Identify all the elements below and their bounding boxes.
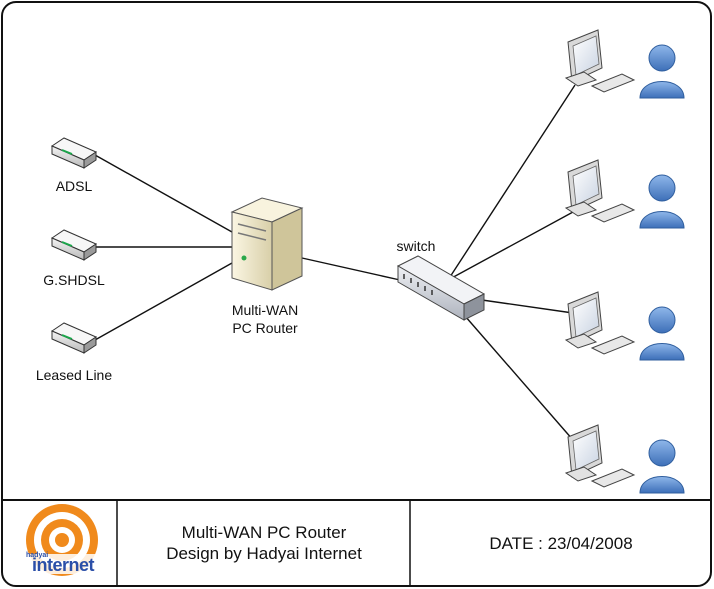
workstation-4 [564, 424, 685, 494]
workstation-3 [564, 291, 685, 361]
title-line-1: Multi-WAN PC Router [181, 523, 347, 542]
keyboard-icon [590, 335, 636, 355]
link-leased-router [94, 262, 233, 341]
link-switch-pc3 [481, 299, 574, 314]
workstation-2 [564, 159, 685, 229]
server-tower-icon [230, 197, 304, 291]
title-line-2: Design by Hadyai Internet [166, 544, 362, 563]
user-icon [639, 439, 685, 494]
logo-small-text: hadyai [26, 552, 49, 559]
date-text: DATE : 23/04/2008 [489, 534, 633, 553]
modem-adsl-icon [50, 137, 98, 169]
link-switch-pc4 [464, 315, 574, 441]
router-label-line1: Multi-WAN [231, 302, 299, 318]
monitor-icon [564, 291, 603, 349]
user-icon [639, 174, 685, 229]
modem-label-gshdsl: G.SHDSL [43, 272, 105, 288]
switch-label: switch [396, 238, 436, 254]
keyboard-icon [590, 203, 636, 223]
keyboard-icon [590, 73, 636, 93]
switch-icon [396, 255, 486, 321]
user-icon [639, 306, 685, 361]
link-switch-pc2 [447, 211, 574, 281]
monitor-icon [564, 159, 603, 217]
user-icon [639, 44, 685, 99]
modem-leased-line-icon [50, 322, 98, 354]
modem-gshdsl-icon [50, 229, 98, 261]
monitor-icon [564, 29, 603, 87]
modem-label-adsl: ADSL [55, 178, 93, 194]
workstation-1 [564, 29, 685, 99]
link-switch-pc1 [447, 84, 576, 281]
modem-label-leased-line: Leased Line [35, 367, 113, 383]
router-label-line2: PC Router [232, 320, 298, 336]
keyboard-icon [590, 468, 636, 488]
logo-text: internet [31, 555, 95, 575]
link-router-switch [301, 257, 401, 281]
monitor-icon [564, 424, 603, 482]
link-adsl-router [94, 154, 233, 233]
connection-lines [94, 84, 576, 441]
hadyai-internet-logo [24, 504, 102, 576]
